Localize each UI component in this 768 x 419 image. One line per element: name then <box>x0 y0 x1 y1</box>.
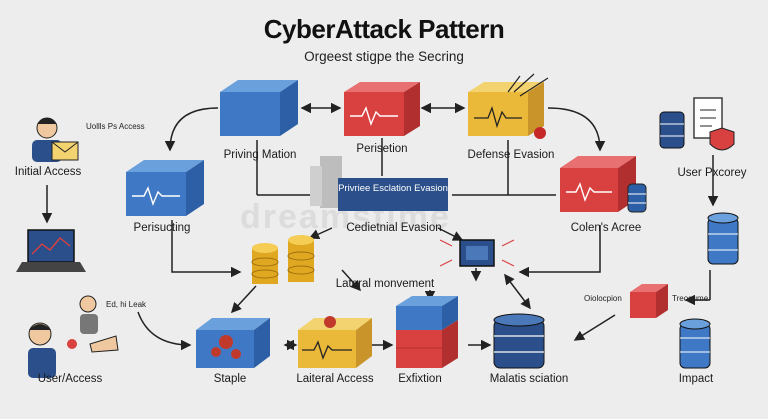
chip-icon <box>439 239 515 267</box>
initial-access-note: Uollls Ps Access <box>86 122 145 131</box>
user-access-note: Ed, hi Leak <box>106 300 147 309</box>
label-oiolocpion: Oiolocpion <box>584 294 622 303</box>
label-defense-evasion: Defense Evasion <box>467 149 555 161</box>
label-perisucting: Perisucting <box>133 222 191 234</box>
cube-staple <box>196 318 270 368</box>
cube-colens-acree <box>560 156 647 213</box>
server-tower <box>310 156 342 208</box>
cube-oiolocpion <box>630 284 668 318</box>
diagram-subtitle: Orgeest stigpe the Secring <box>304 49 464 64</box>
laptop-icon <box>16 229 86 272</box>
label-initial-access: Initial Access <box>14 166 82 178</box>
diagram-title: CyberAttack Pattern <box>263 14 505 44</box>
person-initial-access <box>32 117 79 162</box>
database-impact <box>679 318 711 369</box>
banner-privilege-escalation: Privriee Esclation Evasion <box>338 178 448 211</box>
label-priving-mation: Priving Mation <box>223 149 297 161</box>
server-malatis <box>493 313 545 369</box>
cube-priving-mation <box>220 80 298 136</box>
cube-lateral-access <box>298 316 372 368</box>
label-lateral-access: Laiteral Access <box>296 373 374 385</box>
label-exfixtion: Exfixtion <box>398 373 442 385</box>
label-treogume: Treogume <box>672 294 709 303</box>
database-user-pxcorey <box>659 97 735 151</box>
label-impact: Impact <box>678 373 714 385</box>
cube-perisetion <box>344 82 420 136</box>
label-perisetion: Perisetion <box>356 143 408 155</box>
label-lateral-movement: Lateral monvement <box>335 278 435 290</box>
cube-exfixtion <box>396 296 458 368</box>
label-staple: Staple <box>213 373 247 385</box>
label-user-pxcorey: User Pxcorey <box>677 167 747 179</box>
person-user-access <box>28 295 119 378</box>
label-malatis-sciation: Malatis sciation <box>489 373 569 385</box>
label-colens-acree: Colen's Acree <box>570 222 642 234</box>
database-stack <box>707 212 739 265</box>
label-user-access: User/Access <box>37 373 103 385</box>
cube-perisucting <box>126 160 204 216</box>
cube-defense-evasion <box>468 73 549 139</box>
coin-stacks-icon <box>251 235 315 284</box>
label-cediential-evasion: Cedietnial Evasion <box>346 222 442 234</box>
